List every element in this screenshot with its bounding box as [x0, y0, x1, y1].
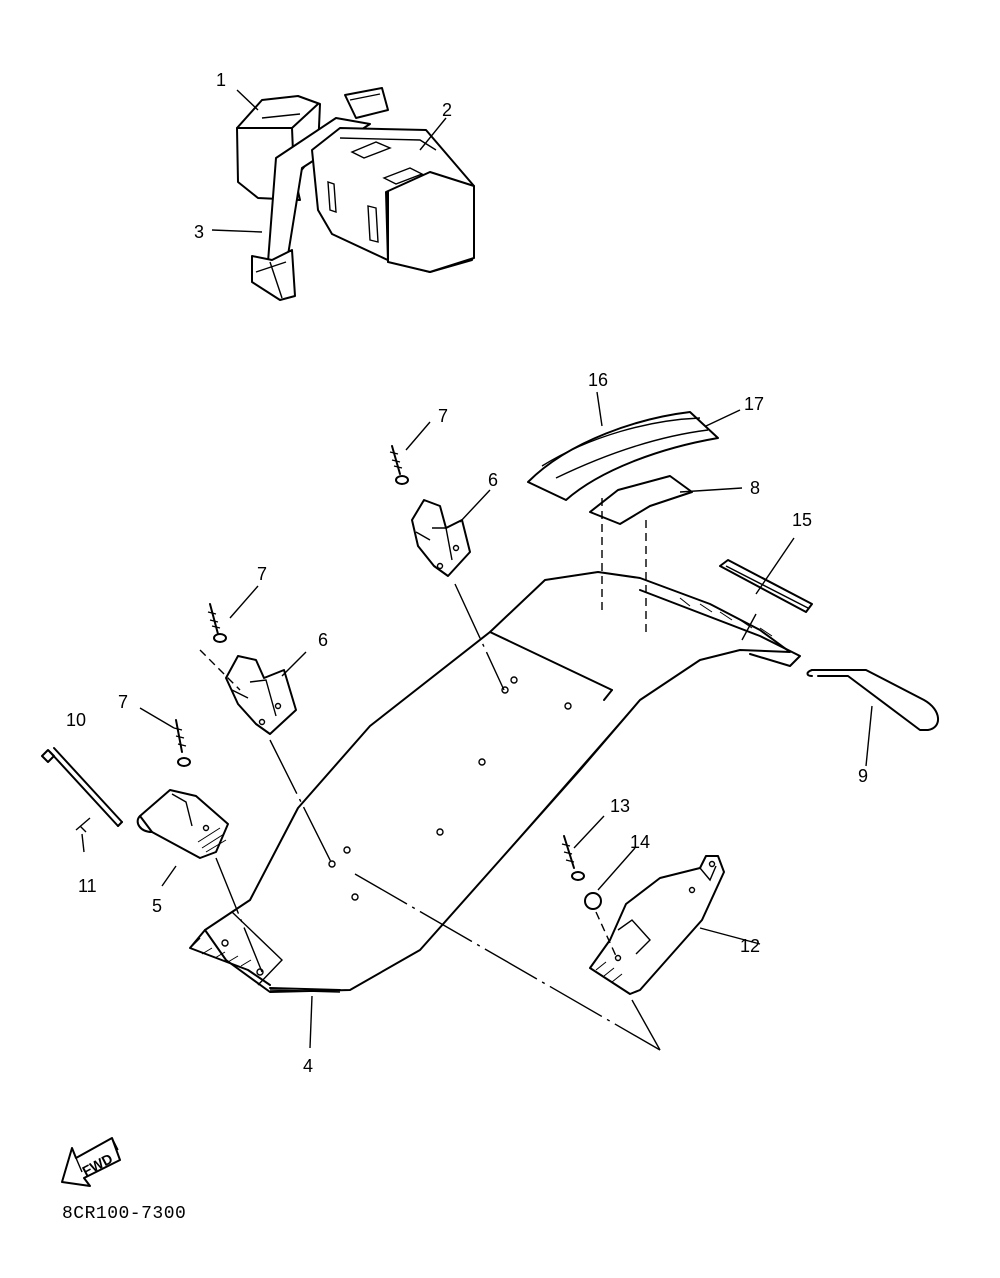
callout-13: 13: [610, 796, 630, 816]
assembly-line: [215, 857, 263, 973]
callout-10: 10: [66, 710, 86, 730]
callout-3: 3: [194, 222, 204, 242]
callout-7-middle: 7: [257, 564, 267, 584]
part-2-pad: [311, 127, 475, 273]
callout-8: 8: [750, 478, 760, 498]
part-8-label: [589, 475, 693, 525]
part-9-rod: [806, 669, 939, 731]
callout-4: 4: [303, 1056, 313, 1076]
assembly-line: [354, 873, 661, 1051]
assembly-line: [199, 649, 241, 691]
callout-6-upper: 6: [488, 470, 498, 490]
part-16-17-label: [527, 411, 719, 501]
callout-1: 1: [216, 70, 226, 90]
part-6-upper-bracket: [411, 499, 471, 577]
part-10-bolt: [41, 747, 123, 827]
part-7-screw-lower: [173, 719, 191, 767]
assembly-line: [269, 739, 333, 865]
callout-7-lower: 7: [118, 692, 128, 712]
fwd-arrow-icon: FWD: [61, 1137, 121, 1187]
part-15-strip: [719, 559, 813, 613]
leader-line: [741, 613, 757, 641]
callout-12: 12: [740, 936, 760, 956]
part-3-strap: [251, 87, 389, 301]
part-11-pin: [75, 817, 91, 833]
part-7-screw-middle: [207, 603, 227, 643]
part-5-hinge: [136, 789, 229, 859]
leader-lines: [81, 89, 873, 1049]
part-4-cover: [189, 571, 801, 993]
part-12-latch: [589, 855, 725, 995]
part-14-nut: [584, 892, 602, 910]
assembly-line: [454, 583, 505, 691]
callout-2: 2: [442, 100, 452, 120]
callout-5: 5: [152, 896, 162, 916]
part-13-screw: [561, 835, 585, 881]
drawing-code: 8CR100-7300: [62, 1204, 187, 1224]
callout-15: 15: [792, 510, 812, 530]
assembly-line: [595, 911, 617, 957]
callout-9: 9: [858, 766, 868, 786]
part-6-lower-bracket: [225, 655, 297, 735]
assembly-line: [631, 999, 661, 1051]
part-7-screw-upper: [389, 445, 409, 485]
callout-17: 17: [744, 394, 764, 414]
callout-16: 16: [588, 370, 608, 390]
callout-14: 14: [630, 832, 650, 852]
callout-6-lower: 6: [318, 630, 328, 650]
callout-7-upper: 7: [438, 406, 448, 426]
callout-11: 11: [78, 876, 97, 896]
